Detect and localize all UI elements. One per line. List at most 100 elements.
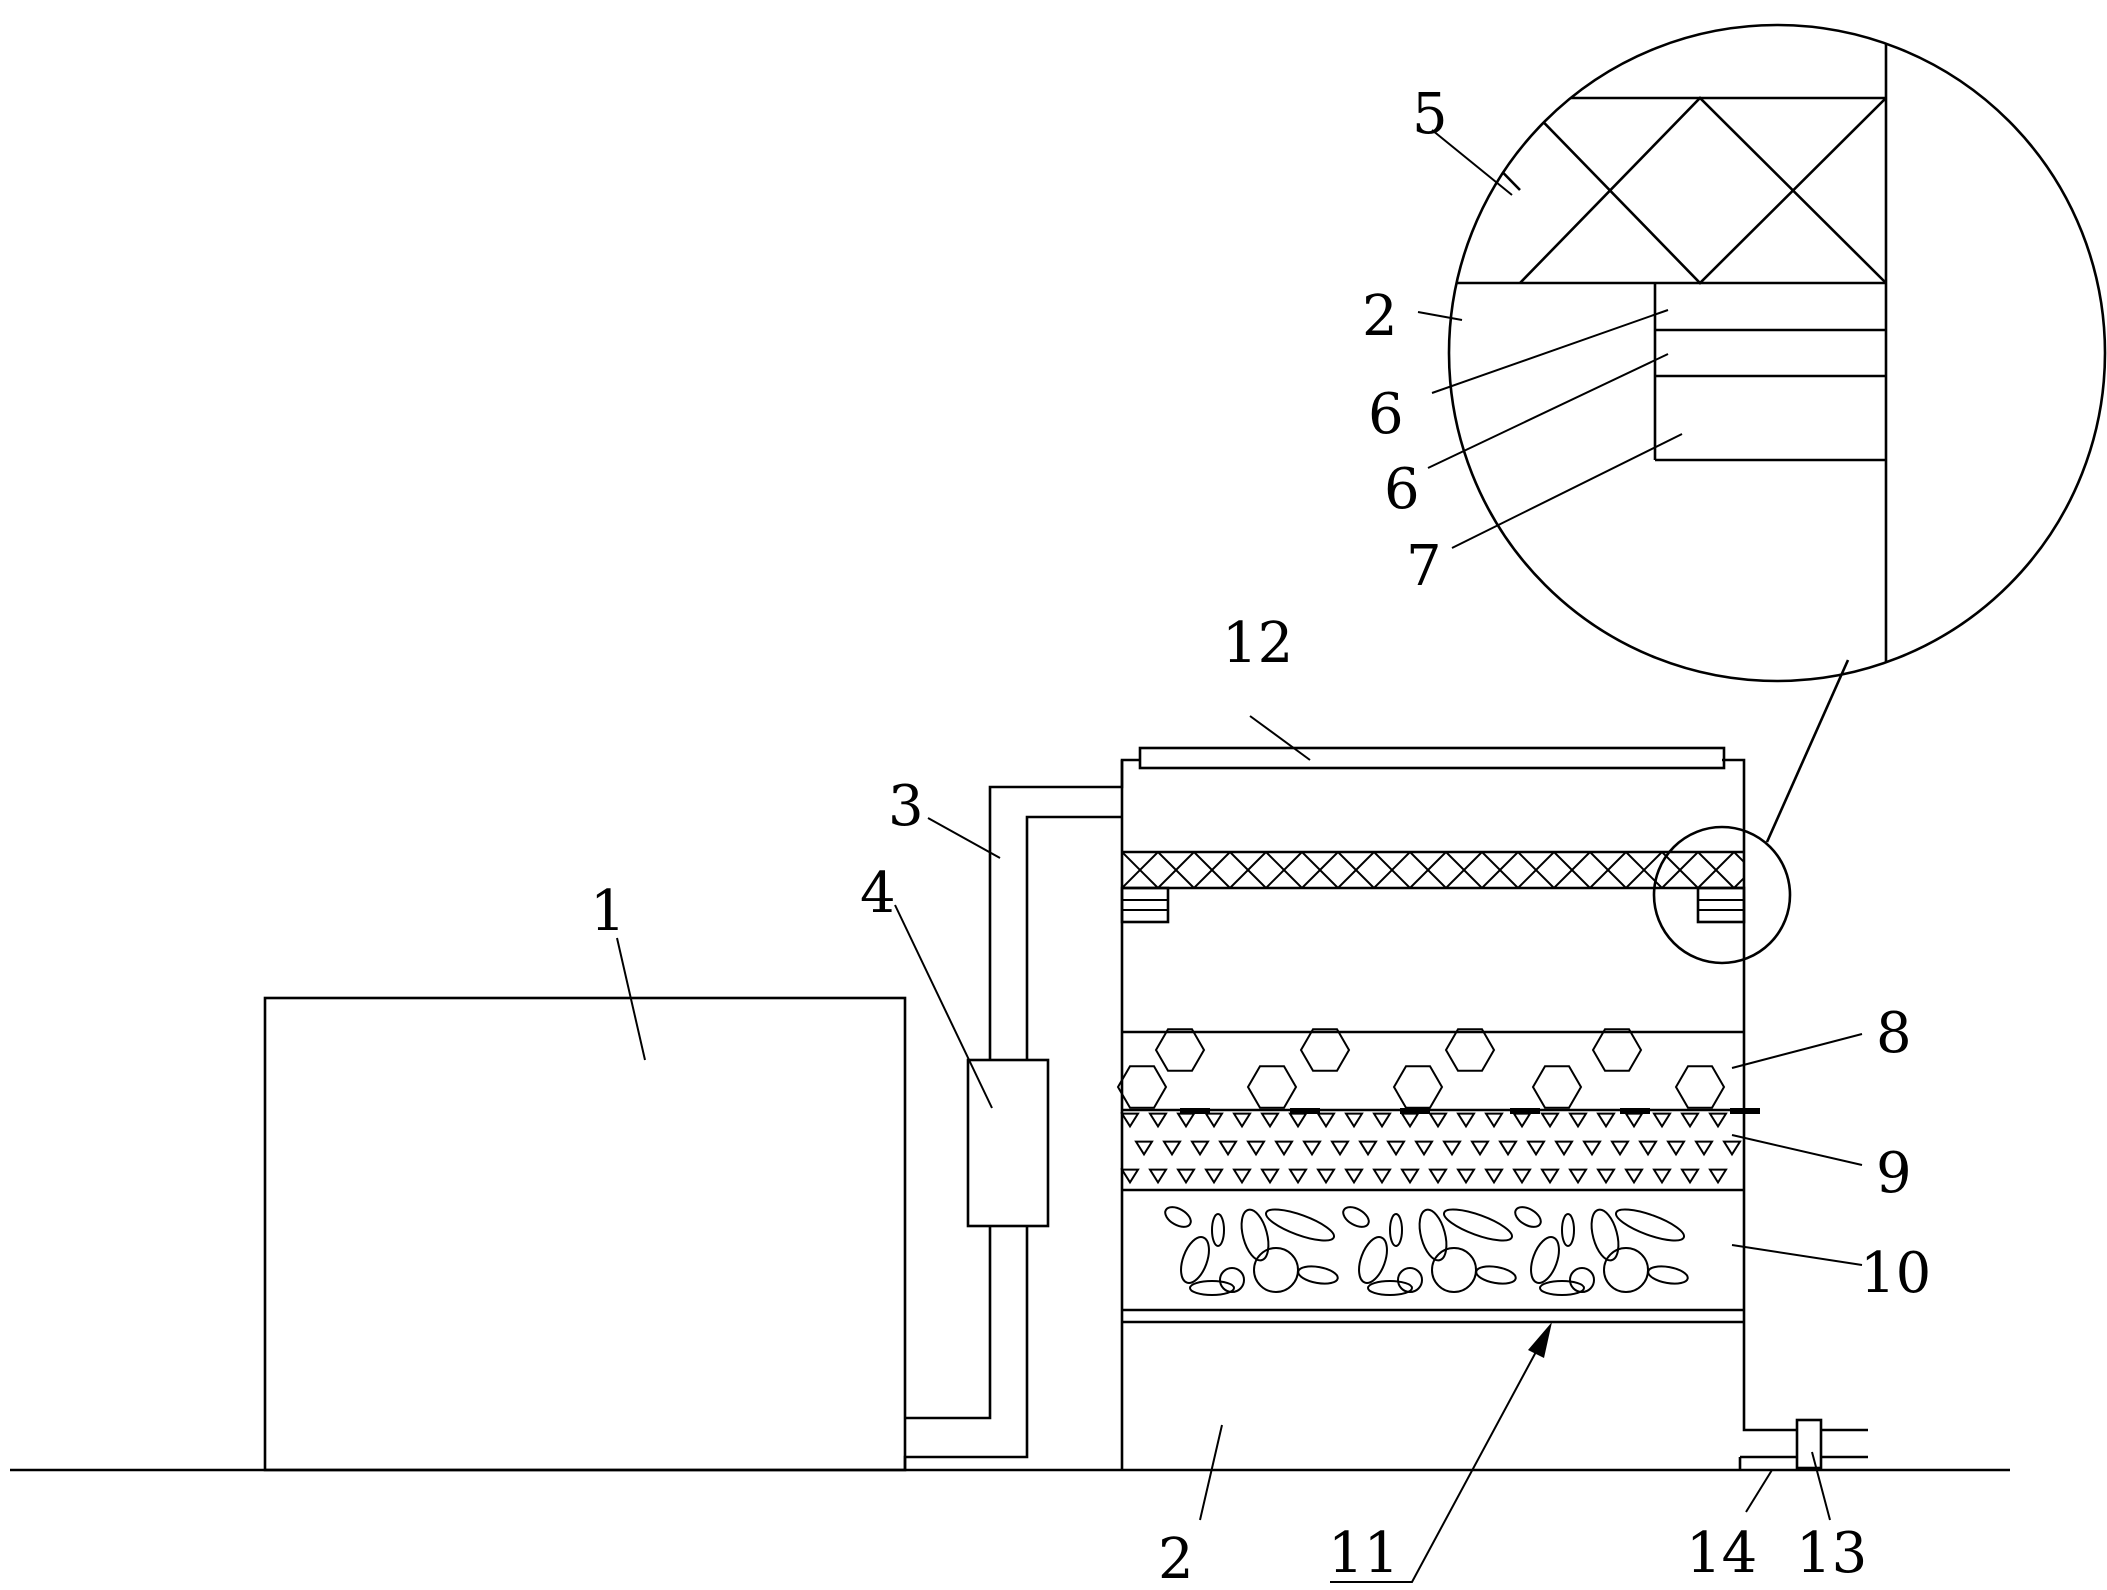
pebble <box>1590 1208 1620 1262</box>
label-10: 10 <box>1860 1241 1931 1306</box>
triangle-particle <box>1330 1140 1350 1157</box>
mesh-diag <box>1553 852 1591 888</box>
pebble <box>1367 1280 1413 1296</box>
triangle-particle <box>1708 1168 1728 1185</box>
label-14: 14 <box>1686 1521 1757 1586</box>
mesh-diag <box>1733 852 1744 864</box>
triangle-particle <box>1344 1112 1364 1129</box>
triangle-particle <box>1680 1168 1700 1185</box>
leader-8 <box>1731 1033 1863 1069</box>
support-left <box>1120 886 1170 924</box>
leader-11 <box>1330 1349 1538 1583</box>
pebble <box>1358 1236 1388 1284</box>
triangle-particle <box>1414 1140 1434 1157</box>
triangle-particle <box>1400 1112 1420 1129</box>
triangle-particle <box>1232 1112 1252 1129</box>
pebble <box>1539 1280 1585 1296</box>
label-13: 13 <box>1796 1521 1867 1586</box>
leader-2-detail <box>1417 311 1463 321</box>
label-12: 12 <box>1222 611 1293 676</box>
mesh-diag <box>1301 852 1339 888</box>
triangle-particle <box>1470 1140 1490 1157</box>
layer-10-pebbles <box>1164 1206 1689 1296</box>
triangle-particle <box>1134 1140 1154 1157</box>
pebble <box>1164 1206 1192 1228</box>
triangle-particle <box>1260 1168 1280 1185</box>
arrowhead-11 <box>1528 1322 1552 1358</box>
pebble <box>1297 1265 1339 1285</box>
pebble <box>1211 1213 1225 1247</box>
triangle-particle <box>1372 1112 1392 1129</box>
triangle-particle <box>1232 1168 1252 1185</box>
mesh-diag <box>1697 852 1735 888</box>
triangle-particle <box>1596 1112 1616 1129</box>
hexagon-particle <box>1299 1028 1351 1072</box>
label-4: 4 <box>860 861 896 926</box>
label-7: 7 <box>1406 534 1442 599</box>
mesh-diag <box>1337 852 1375 888</box>
triangle-particle <box>1680 1112 1700 1129</box>
label-6-upper: 6 <box>1368 382 1404 447</box>
pebble <box>1431 1247 1477 1293</box>
triangle-particle <box>1722 1140 1742 1157</box>
triangle-particle <box>1260 1112 1280 1129</box>
mesh-diag <box>1481 852 1519 888</box>
label-1: 1 <box>590 879 626 944</box>
housing-right-wall <box>1722 758 1797 1432</box>
pebble <box>1342 1206 1370 1228</box>
pebble <box>1264 1208 1336 1242</box>
triangle-particle <box>1162 1140 1182 1157</box>
triangle-particle <box>1288 1168 1308 1185</box>
label-5: 5 <box>1412 82 1448 147</box>
triangle-particle <box>1610 1140 1630 1157</box>
detail-view <box>1449 25 1888 681</box>
triangle-particle <box>1176 1168 1196 1185</box>
mesh-diag <box>1373 852 1411 888</box>
hexagon-particle <box>1591 1028 1643 1072</box>
triangle-particle <box>1624 1168 1644 1185</box>
leader-13 <box>1811 1451 1831 1521</box>
pebble <box>1240 1208 1270 1262</box>
triangle-particle <box>1400 1168 1420 1185</box>
triangle-particle <box>1372 1168 1392 1185</box>
triangle-particle <box>1442 1140 1462 1157</box>
triangle-particle <box>1456 1112 1476 1129</box>
triangle-particle <box>1568 1168 1588 1185</box>
triangle-particle <box>1512 1168 1532 1185</box>
pebble <box>1397 1267 1423 1293</box>
triangle-particle <box>1652 1168 1672 1185</box>
pebble <box>1647 1265 1689 1285</box>
mesh-diag <box>1661 852 1699 888</box>
label-6-lower: 6 <box>1384 457 1420 522</box>
pebble <box>1475 1265 1517 1285</box>
triangle-particle <box>1498 1140 1518 1157</box>
pebble <box>1561 1213 1575 1247</box>
triangle-particle <box>1344 1168 1364 1185</box>
pebble <box>1189 1280 1235 1296</box>
detail-marker-circle <box>1652 825 1792 965</box>
triangle-particle <box>1274 1140 1294 1157</box>
triangle-particle <box>1204 1168 1224 1185</box>
triangle-particle <box>1190 1140 1210 1157</box>
triangle-particle <box>1456 1168 1476 1185</box>
triangle-particle <box>1120 1168 1140 1185</box>
label-9: 9 <box>1876 1141 1912 1206</box>
triangle-particle <box>1484 1112 1504 1129</box>
triangle-particle <box>1120 1112 1140 1129</box>
triangle-particle <box>1582 1140 1602 1157</box>
leader-12 <box>1249 715 1311 761</box>
triangle-particle <box>1526 1140 1546 1157</box>
leader-5 <box>1431 129 1513 196</box>
mesh-diag <box>1625 852 1663 888</box>
mesh-diag <box>1229 852 1267 888</box>
layer-8-hexagons <box>1116 1028 1726 1109</box>
triangle-particle <box>1288 1112 1308 1129</box>
layer-9-triangles <box>1120 1108 1760 1185</box>
pipe-3-inner <box>903 815 1122 1470</box>
triangle-particle <box>1540 1168 1560 1185</box>
leader-6-upper <box>1431 309 1669 394</box>
leader-3 <box>927 817 1001 859</box>
pebble <box>1514 1206 1542 1228</box>
triangle-particle <box>1596 1168 1616 1185</box>
